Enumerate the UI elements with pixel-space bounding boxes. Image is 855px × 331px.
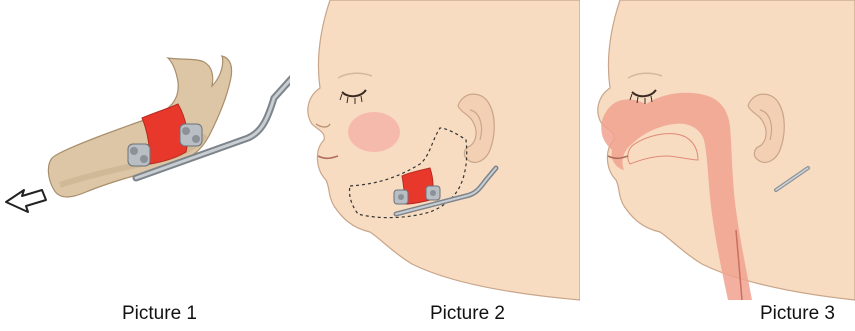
face-with-airway-illustration xyxy=(580,0,855,331)
screw-icon xyxy=(394,190,408,204)
cheek xyxy=(348,112,400,152)
mandible-illustration xyxy=(0,0,290,331)
caption-picture-2: Picture 2 xyxy=(430,303,505,325)
direction-arrow-icon xyxy=(6,190,46,212)
face-with-device-illustration xyxy=(290,0,580,331)
head-profile xyxy=(308,0,580,300)
panel-1: Picture 1 xyxy=(0,0,290,331)
panel-3: Picture 3 xyxy=(580,0,855,331)
screw-icon xyxy=(180,124,202,146)
screw-icon xyxy=(128,144,150,166)
caption-picture-3: Picture 3 xyxy=(760,303,835,325)
caption-picture-1: Picture 1 xyxy=(122,303,197,325)
panel-2: Picture 2 xyxy=(290,0,580,331)
screw-icon xyxy=(426,186,440,200)
